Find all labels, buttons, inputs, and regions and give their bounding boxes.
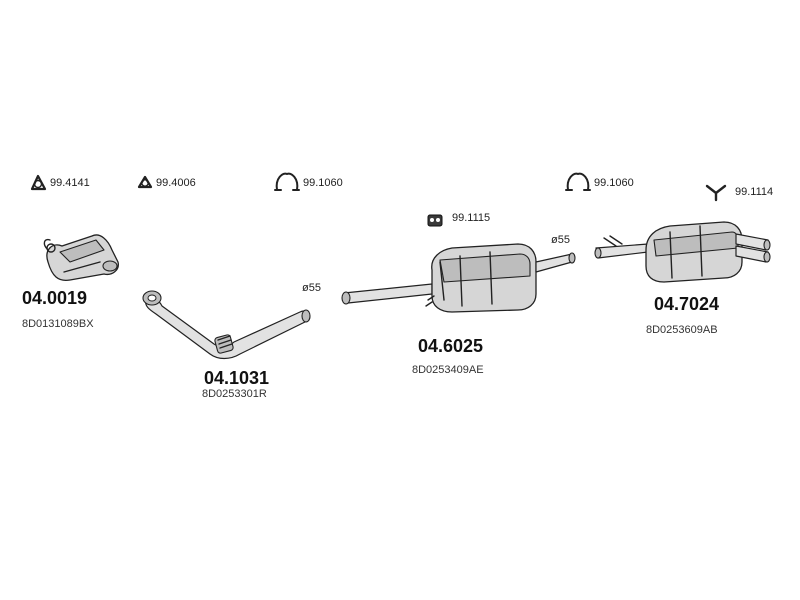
clamp-icon [565, 172, 591, 191]
front-pipe-diameter: ø55 [302, 282, 321, 294]
middle-silencer-drawing [341, 243, 576, 313]
rear-silencer-drawing [594, 221, 771, 283]
gasket-icon [30, 174, 47, 191]
catalytic-converter-number: 04.0019 [22, 288, 88, 308]
hanger-part-number: 99.1114 [735, 186, 774, 198]
gasket-ring-icon [137, 175, 153, 189]
middle-silencer-oem: 8D0253409AE [412, 364, 484, 376]
front-pipe-drawing [142, 290, 311, 360]
rear-silencer-number: 04.7024 [654, 294, 720, 314]
gasket-part-number: 99.4006 [156, 177, 196, 189]
front-pipe-oem: 8D0253301R [202, 388, 267, 400]
front-pipe-number: 04.1031 [204, 368, 270, 388]
rubber-mount-icon [427, 214, 443, 227]
clamp-icon [274, 172, 300, 191]
middle-silencer-diameter: ø55 [551, 234, 570, 246]
clamp-part-number: 99.1060 [594, 177, 634, 189]
catalytic-converter-oem: 8D0131089BX [22, 318, 94, 330]
middle-silencer-number: 04.6025 [418, 336, 484, 356]
catalytic-converter-drawing [43, 234, 119, 282]
rubber-mount-part-number: 99.1115 [452, 212, 491, 224]
clamp-part-number: 99.1060 [303, 177, 343, 189]
gasket-part-number: 99.4141 [50, 177, 90, 189]
hanger-icon [705, 184, 727, 202]
rear-silencer-oem: 8D0253609AB [646, 324, 718, 336]
